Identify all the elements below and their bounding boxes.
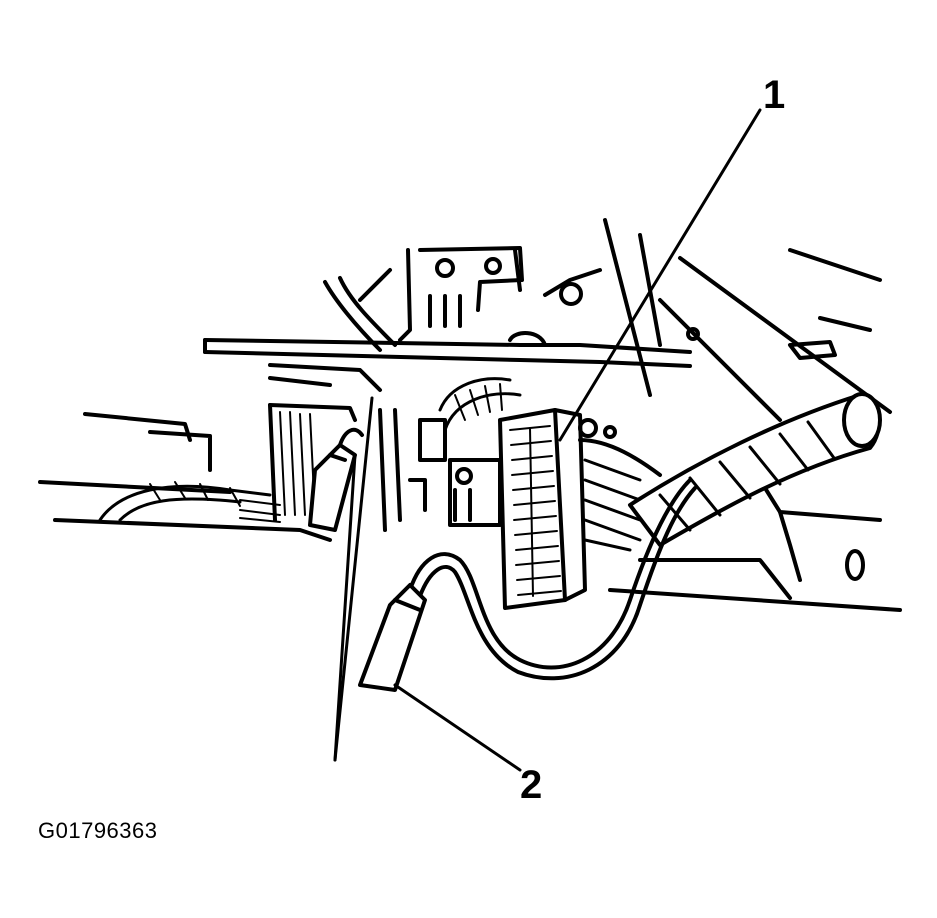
- leader-line-1: [558, 108, 762, 442]
- wrapped-harness: [628, 392, 882, 547]
- leader-line-probe-a: [333, 453, 357, 762]
- body-panel: [38, 218, 902, 612]
- callout-1-label: 1: [763, 73, 785, 117]
- leader-line-2: [393, 683, 522, 772]
- figure-id: G01796363: [38, 818, 158, 843]
- connector-1: [498, 408, 662, 610]
- left-probe: [308, 427, 364, 532]
- test-lead-2: [358, 478, 697, 692]
- leader-line-probe-b: [333, 396, 374, 762]
- leader-lines: [333, 108, 762, 772]
- left-harness: [98, 403, 357, 523]
- callout-2-label: 2: [520, 763, 542, 807]
- upper-bracket: [323, 246, 524, 352]
- center-harness: [378, 377, 522, 532]
- support-rail: [203, 331, 692, 392]
